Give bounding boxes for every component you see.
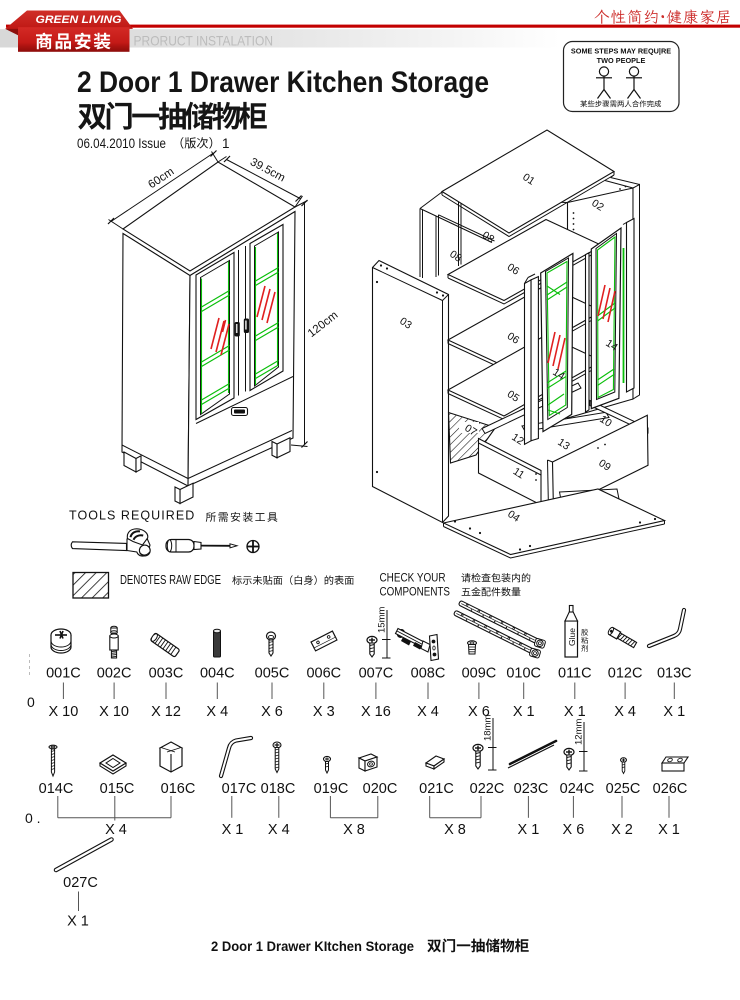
svg-text:12mm: 12mm	[574, 719, 585, 745]
svg-text:2 Door 1 Drawer KItchen Storag: 2 Door 1 Drawer KItchen Storage	[211, 938, 414, 954]
svg-text:023C: 023C	[514, 781, 549, 797]
svg-text:X 1: X 1	[663, 704, 685, 720]
svg-text:06: 06	[505, 330, 522, 347]
svg-text:06: 06	[505, 261, 522, 278]
svg-text:X 12: X 12	[151, 704, 181, 720]
svg-text:15mm: 15mm	[377, 607, 388, 633]
svg-text:005C: 005C	[255, 666, 290, 682]
svg-text:X 2: X 2	[611, 822, 633, 838]
svg-text:10: 10	[597, 413, 614, 430]
svg-text:DENOTES RAW EDGE: DENOTES RAW EDGE	[120, 573, 221, 587]
svg-text:14: 14	[550, 366, 567, 383]
svg-text:08: 08	[447, 248, 464, 265]
svg-text:X 6: X 6	[261, 704, 283, 720]
svg-text:025C: 025C	[606, 781, 641, 797]
svg-text:39.5cm: 39.5cm	[248, 156, 287, 184]
svg-text:02: 02	[589, 197, 606, 214]
svg-text:05: 05	[505, 388, 522, 405]
svg-text:X 10: X 10	[48, 704, 78, 720]
svg-text:020C: 020C	[363, 781, 398, 797]
svg-text:X 6: X 6	[468, 704, 490, 720]
svg-text:GREEN LIVING: GREEN LIVING	[36, 14, 122, 26]
svg-text:04: 04	[505, 508, 522, 525]
svg-text:X 4: X 4	[417, 704, 439, 720]
svg-text:09: 09	[596, 457, 613, 474]
svg-text:12: 12	[509, 431, 526, 448]
svg-text:017C: 017C	[222, 781, 257, 797]
svg-text:X 4: X 4	[614, 704, 636, 720]
svg-text:024C: 024C	[560, 781, 595, 797]
svg-text:013C: 013C	[657, 666, 692, 682]
svg-text:TOOLS REQUIRED: TOOLS REQUIRED	[69, 509, 195, 523]
svg-text:14: 14	[603, 337, 620, 354]
svg-text:018C: 018C	[261, 781, 296, 797]
svg-text:PRORUCT INSTALATION: PRORUCT INSTALATION	[134, 33, 274, 48]
svg-text:010C: 010C	[506, 666, 541, 682]
svg-text:0: 0	[27, 694, 35, 710]
svg-text:021C: 021C	[419, 781, 454, 797]
svg-text:2 Door 1 Drawer Kitchen Storag: 2 Door 1 Drawer Kitchen Storage	[77, 66, 489, 99]
svg-text:08: 08	[480, 229, 497, 246]
svg-text:X 1: X 1	[67, 914, 89, 930]
svg-text:012C: 012C	[608, 666, 643, 682]
svg-text:X 3: X 3	[313, 704, 335, 720]
svg-text:007C: 007C	[359, 666, 394, 682]
svg-text:009C: 009C	[462, 666, 497, 682]
svg-text:008C: 008C	[411, 666, 446, 682]
svg-text:X 1: X 1	[518, 822, 540, 838]
svg-text:011C: 011C	[558, 666, 592, 682]
svg-text:027C: 027C	[63, 875, 98, 891]
svg-text:X 1: X 1	[222, 822, 244, 838]
svg-text:1: 1	[222, 136, 230, 151]
svg-text:006C: 006C	[306, 666, 341, 682]
svg-text:X 8: X 8	[343, 822, 365, 838]
svg-text:COMPONENTS: COMPONENTS	[380, 585, 451, 599]
svg-text:026C: 026C	[653, 781, 688, 797]
svg-text:X 1: X 1	[658, 822, 680, 838]
svg-text:Glue: Glue	[567, 628, 577, 646]
svg-text:CHECK YOUR: CHECK YOUR	[380, 571, 446, 585]
svg-text:002C: 002C	[97, 666, 132, 682]
svg-text:022C: 022C	[470, 781, 505, 797]
svg-text:X 1: X 1	[513, 704, 535, 720]
svg-text:014C: 014C	[39, 781, 74, 797]
svg-text:06.04.2010 Issue: 06.04.2010 Issue	[77, 136, 166, 151]
svg-text:120cm: 120cm	[306, 309, 341, 340]
svg-text:SOME STEPS MAY REQU|RE: SOME STEPS MAY REQU|RE	[571, 47, 671, 56]
svg-text:001C: 001C	[46, 666, 81, 682]
svg-text:X 16: X 16	[361, 704, 391, 720]
svg-text:X 10: X 10	[99, 704, 129, 720]
svg-text:X 8: X 8	[444, 822, 466, 838]
svg-text:01: 01	[520, 171, 537, 188]
svg-text:X 1: X 1	[564, 704, 586, 720]
svg-text:015C: 015C	[100, 781, 135, 797]
svg-text:X 6: X 6	[563, 822, 585, 838]
svg-text:18mm: 18mm	[483, 715, 494, 741]
svg-text:03: 03	[397, 315, 414, 332]
svg-text:X 4: X 4	[105, 822, 127, 838]
svg-text:003C: 003C	[149, 666, 184, 682]
svg-text:0 .: 0 .	[25, 810, 41, 826]
svg-text:13: 13	[555, 436, 572, 453]
svg-text:004C: 004C	[200, 666, 235, 682]
svg-text:019C: 019C	[314, 781, 349, 797]
svg-text:X 4: X 4	[206, 704, 228, 720]
svg-text:TWO PEOPLE: TWO PEOPLE	[597, 56, 646, 65]
svg-text:016C: 016C	[161, 781, 196, 797]
svg-text:07: 07	[462, 422, 479, 439]
svg-text:X 4: X 4	[268, 822, 290, 838]
